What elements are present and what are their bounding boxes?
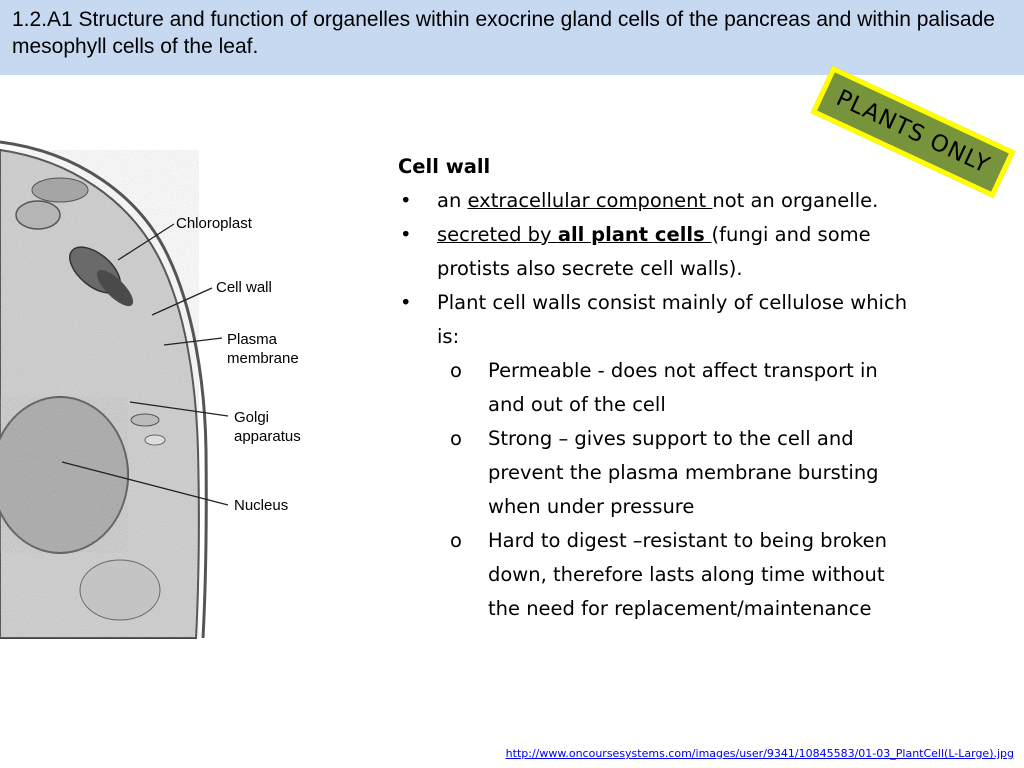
bullet-text: Plant cell walls consist mainly of cellu… bbox=[437, 291, 908, 314]
bullet-marker: • bbox=[400, 223, 412, 246]
bullet-item: • Plant cell walls consist mainly of cel… bbox=[398, 286, 998, 354]
title-bar: 1.2.A1 Structure and function of organel… bbox=[0, 0, 1024, 75]
golgi-leader bbox=[129, 401, 229, 417]
label-apparatus: apparatus bbox=[234, 428, 301, 445]
sub-bullet-text: the need for replacement/maintenance bbox=[488, 597, 872, 620]
vesicle bbox=[144, 434, 166, 446]
bold-underlined-term: all plant cells bbox=[557, 223, 712, 246]
slide-title: 1.2.A1 Structure and function of organel… bbox=[12, 8, 995, 58]
chloroplast-leader bbox=[117, 223, 175, 261]
bullet-item: • an extracellular component not an orga… bbox=[398, 184, 998, 218]
label-golgi: Golgi bbox=[234, 409, 269, 426]
bullet-marker: • bbox=[400, 189, 412, 212]
label-chloroplast: Chloroplast bbox=[176, 215, 253, 232]
underlined-term: extracellular component bbox=[467, 189, 713, 212]
cell-wall-line bbox=[0, 140, 208, 639]
sub-bullet-text: when under pressure bbox=[488, 495, 695, 518]
underlined-term: secreted by bbox=[437, 223, 558, 246]
bullet-item: • secreted by all plant cells (fungi and… bbox=[398, 218, 998, 286]
sub-bullet-text: prevent the plasma membrane bursting bbox=[488, 461, 879, 484]
plant-cell-micrograph: Chloroplast Cell wall Plasma membrane Go… bbox=[0, 140, 301, 639]
bullet-text: is: bbox=[437, 325, 460, 348]
sub-bullet-text: Strong – gives support to the cell and bbox=[488, 427, 854, 450]
bullet-text: an bbox=[437, 189, 468, 212]
nucleus-leader bbox=[61, 461, 229, 506]
sub-bullet-item: o Permeable - does not affect transport … bbox=[398, 354, 998, 422]
bullet-marker: • bbox=[400, 291, 412, 314]
bullet-text: (fungi and some bbox=[711, 223, 871, 246]
sub-bullet-item: o Hard to digest –resistant to being bro… bbox=[398, 524, 998, 626]
sub-bullet-text: Hard to digest –resistant to being broke… bbox=[488, 529, 888, 552]
plasma-membrane-leader bbox=[163, 337, 223, 346]
label-membrane: membrane bbox=[227, 350, 299, 367]
golgi-body bbox=[130, 413, 160, 427]
bullet-text: protists also secrete cell walls). bbox=[437, 257, 743, 280]
label-nucleus: Nucleus bbox=[234, 497, 288, 514]
sub-bullet-item: o Strong – gives support to the cell and… bbox=[398, 422, 998, 524]
chloroplast-1 bbox=[15, 200, 61, 230]
vacuole bbox=[79, 559, 161, 621]
sub-bullet-text: Permeable - does not affect transport in bbox=[488, 359, 878, 382]
chloroplast-3 bbox=[96, 269, 134, 307]
image-source-link[interactable]: http://www.oncoursesystems.com/images/us… bbox=[505, 747, 1014, 760]
bullet-text: not an organelle. bbox=[712, 189, 879, 212]
nucleus-texture bbox=[0, 397, 128, 553]
chloroplast-4 bbox=[31, 177, 89, 203]
section-heading: Cell wall bbox=[398, 155, 491, 178]
sub-bullet-marker: o bbox=[450, 427, 462, 450]
sub-bullet-marker: o bbox=[450, 359, 462, 382]
notes-content: Cell wall • an extracellular component n… bbox=[398, 150, 998, 626]
sub-bullet-text: and out of the cell bbox=[488, 393, 666, 416]
sub-bullet-text: down, therefore lasts along time without bbox=[488, 563, 885, 586]
label-cell-wall: Cell wall bbox=[216, 279, 272, 296]
cell-wall-leader bbox=[151, 287, 213, 316]
label-plasma: Plasma bbox=[227, 331, 278, 348]
sub-bullet-marker: o bbox=[450, 529, 462, 552]
